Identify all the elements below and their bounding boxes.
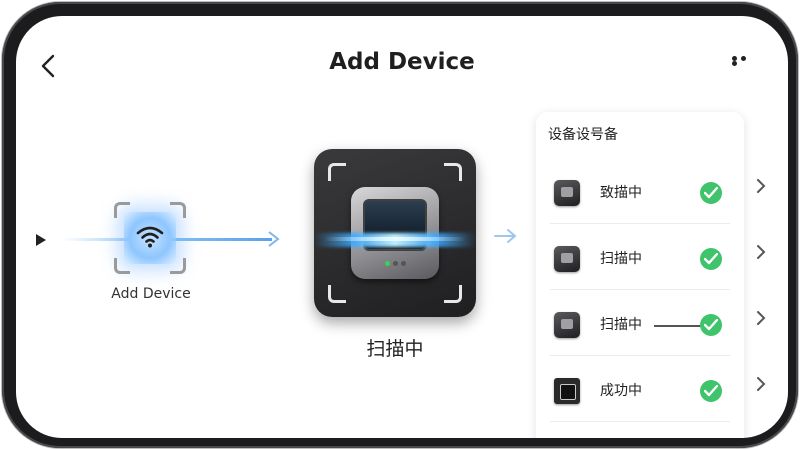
list-item[interactable]: 致描中 <box>536 158 744 224</box>
more-horizontal-icon[interactable] <box>732 56 758 66</box>
wifi-icon <box>136 226 164 248</box>
chevron-right-icon[interactable] <box>756 244 766 260</box>
play-icon <box>36 234 46 246</box>
frame-corner <box>328 285 346 303</box>
chevron-left-icon[interactable] <box>38 52 60 80</box>
panel-title: 设备设号备 <box>548 127 618 143</box>
frame-corner <box>444 163 462 181</box>
check-circle-icon <box>700 380 722 402</box>
chevron-right-icon[interactable] <box>756 310 766 326</box>
device-list-panel: 设备设号备 致描中 扫描中 扫描中 <box>536 112 744 438</box>
scanning-label: 扫描中 <box>366 338 424 360</box>
frame-corner <box>328 163 346 181</box>
list-item-label: 致描中 <box>600 185 642 201</box>
frame-corner <box>444 285 462 303</box>
check-circle-icon <box>700 248 722 270</box>
status-dots <box>385 261 409 266</box>
frame-corner <box>170 258 186 274</box>
scan-beam-core <box>324 237 466 241</box>
check-circle-icon <box>700 314 722 336</box>
scanner-card <box>314 149 476 317</box>
arrow-right-icon <box>268 231 280 247</box>
check-circle-icon <box>700 182 722 204</box>
page-title: Add Device <box>329 49 475 75</box>
list-item[interactable]: 扫描中 <box>536 224 744 290</box>
pointer-line <box>654 325 706 327</box>
divider <box>550 223 730 224</box>
add-device-glow <box>124 212 176 264</box>
device-icon <box>554 246 580 272</box>
list-item-label: 成功中 <box>600 383 642 399</box>
frame-corner <box>170 202 186 218</box>
chevron-right-icon[interactable] <box>756 178 766 194</box>
device-icon <box>554 312 580 338</box>
device-icon <box>554 180 580 206</box>
circuit-board-icon <box>554 378 580 404</box>
arrow-right-icon <box>494 229 517 243</box>
divider <box>550 421 730 422</box>
chevron-right-icon[interactable] <box>756 376 766 392</box>
add-device-card[interactable] <box>114 202 186 274</box>
divider <box>550 289 730 290</box>
list-item[interactable]: 扫描中 <box>536 290 744 356</box>
list-item[interactable]: 成功中 <box>536 356 744 422</box>
frame-corner <box>114 202 130 218</box>
list-item-label: 扫描中 <box>600 317 642 333</box>
add-device-label: Add Device <box>111 286 191 302</box>
list-item-label: 扫描中 <box>600 251 642 267</box>
app-screen: Add Device Add Device <box>16 16 788 438</box>
divider <box>550 355 730 356</box>
frame-corner <box>114 258 130 274</box>
